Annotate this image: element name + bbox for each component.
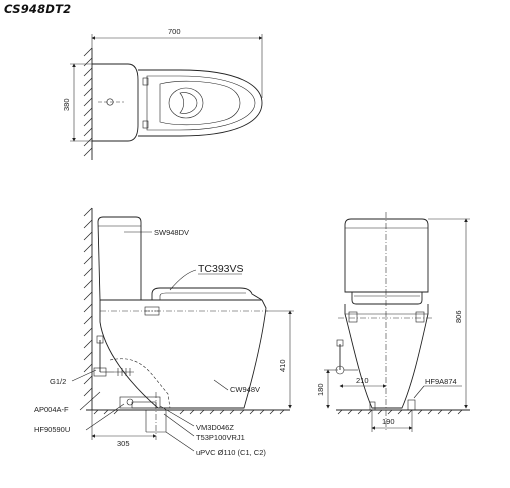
- dim-180: 180: [316, 383, 325, 396]
- label-pipe: uPVC Ø110 (C1, C2): [196, 448, 266, 457]
- label-adapter: AP004A-F: [34, 405, 69, 414]
- dim-210: 210: [356, 376, 369, 385]
- label-seat: TC393VS: [198, 263, 244, 275]
- top-view: 700 380: [62, 27, 263, 160]
- dim-380: 380: [62, 98, 71, 111]
- dim-190: 190: [382, 417, 395, 426]
- dim-410: 410: [278, 359, 287, 372]
- dim-806: 806: [454, 310, 463, 323]
- label-bolt: T53P100VRJ1: [196, 433, 245, 442]
- label-fitting: G1/2: [50, 377, 66, 386]
- label-hose: HF90590U: [34, 425, 70, 434]
- dim-700: 700: [168, 27, 181, 36]
- dim-305: 305: [117, 439, 130, 448]
- side-view: 410 305 SW948DV TC393VS CW948V G1/2 AP00…: [34, 207, 294, 457]
- label-tank: SW948DV: [154, 228, 189, 237]
- label-side-hose: HF9A874: [425, 377, 457, 386]
- label-valve: VM3D046Z: [196, 423, 234, 432]
- model-title: CS948DT2: [4, 2, 72, 16]
- front-view: 806 180 210 190 HF9A874: [316, 212, 470, 432]
- label-bowl: CW948V: [230, 385, 260, 394]
